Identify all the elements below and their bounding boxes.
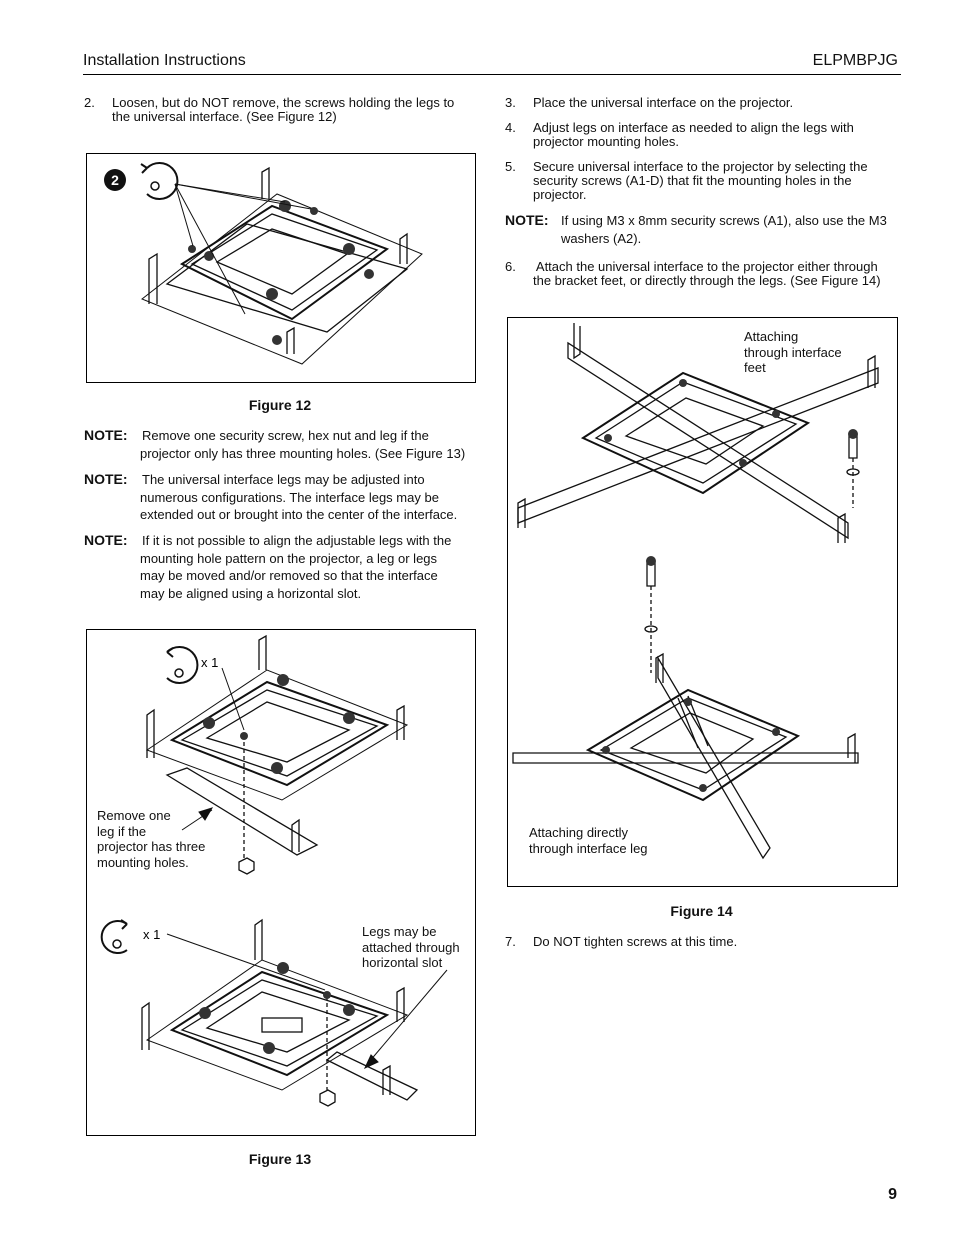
figure-14: Attaching through interface feet Attachi…	[507, 317, 898, 887]
step-text-line: Place the universal interface on the pro…	[533, 95, 794, 110]
count-label-top: x 1	[201, 655, 218, 670]
step-badge-number: 2	[111, 172, 119, 188]
step-text-line: Secure universal interface to the projec…	[533, 159, 868, 174]
note-2: NOTE: The universal interface legs may b…	[84, 471, 484, 525]
note-line: Remove one security screw, hex nut and l…	[142, 428, 429, 443]
figure-14-caption: Figure 14	[670, 903, 733, 919]
step-badge-icon	[104, 169, 126, 191]
note-line: mounting hole pattern on the projector, …	[140, 550, 438, 566]
note-label: NOTE:	[505, 212, 549, 228]
callout-line: through interface leg	[529, 840, 648, 856]
figure-12-caption: Figure 12	[248, 397, 312, 413]
step-number: 3.	[505, 95, 516, 110]
step-number: 6.	[505, 259, 516, 274]
step-4: 4. Adjust legs on interface as needed to…	[505, 121, 905, 151]
note-line: projector only has three mounting holes.…	[140, 445, 466, 461]
callout-line: attached through	[362, 939, 460, 955]
step-7: 7. Do NOT tighten screws at this time.	[505, 935, 905, 951]
step-text-line: Attach the universal interface to the pr…	[533, 259, 878, 274]
callout-line: Attaching	[744, 329, 799, 344]
step-2: 2. Loosen, but do NOT remove, the screws…	[84, 96, 484, 126]
callout-line: mounting holes.	[97, 854, 189, 870]
figure-12: 2	[86, 153, 476, 383]
note-line: washers (A2).	[561, 230, 642, 246]
note-line: may be aligned using a horizontal slot.	[140, 585, 362, 601]
note-1: NOTE: Remove one security screw, hex nut…	[84, 427, 484, 463]
count-label-bottom: x 1	[143, 927, 160, 942]
step-text-line: projector mounting holes.	[533, 134, 679, 149]
step-number: 2.	[84, 95, 95, 110]
tighten-rotate-icon	[100, 919, 128, 954]
figure-13-illustration: x 1 x 1	[100, 634, 448, 1107]
header-title: Installation Instructions	[83, 52, 246, 69]
figure-13: x 1 x 1 Remove one leg if the projector …	[86, 629, 476, 1136]
note-label: NOTE:	[84, 427, 128, 443]
callout-line: feet	[744, 360, 766, 375]
callout-line: Remove one	[97, 808, 171, 823]
step-text-line: Loosen, but do NOT remove, the screws ho…	[112, 95, 455, 110]
note-line: may be moved and/or removed so that the …	[140, 568, 438, 583]
remove-leg-callout: Remove one leg if the projector has thre…	[97, 808, 257, 870]
step-6: 6. Attach the universal interface to the…	[505, 260, 905, 290]
note-3: NOTE: If it is not possible to align the…	[84, 532, 484, 604]
note-line: numerous configurations. The interface l…	[140, 489, 439, 505]
step-text-line: the bracket feet, or directly through th…	[533, 273, 881, 288]
note-line: If using M3 x 8mm security screws (A1), …	[561, 213, 887, 228]
callout-line: through interface	[744, 344, 842, 360]
step-text-line: Adjust legs on interface as needed to al…	[533, 120, 854, 135]
note-line: If it is not possible to align the adjus…	[142, 533, 452, 548]
step-3: 3. Place the universal interface on the …	[505, 96, 905, 112]
step-text-line: projector.	[533, 187, 587, 202]
remove-rotate-icon	[166, 646, 199, 684]
callout-line: Legs may be	[362, 924, 437, 939]
note-label: NOTE:	[84, 471, 128, 487]
loosen-rotate-icon	[140, 162, 179, 200]
header-rule	[83, 74, 901, 75]
header-model: ELPMBPJG	[812, 52, 898, 69]
note-m3-washers: NOTE: If using M3 x 8mm security screws …	[505, 212, 905, 248]
step-number: 4.	[505, 120, 516, 135]
figure-12-illustration: 2	[104, 162, 423, 365]
callout-line: horizontal slot	[362, 955, 443, 970]
callout-line: leg if the	[97, 823, 147, 839]
step-number: 7.	[505, 934, 516, 949]
page-number: 9	[888, 1186, 897, 1203]
step-text-line: the universal interface. (See Figure 12)	[112, 109, 337, 124]
feet-callout: Attaching through interface feet	[744, 329, 894, 376]
slot-callout: Legs may be attached through horizontal …	[362, 924, 472, 971]
step-text-line: security screws (A1-D) that fit the moun…	[533, 173, 852, 188]
figure-13-caption: Figure 13	[248, 1151, 312, 1167]
callout-line: Attaching directly	[529, 825, 628, 840]
note-line: extended out or brought into the center …	[140, 507, 458, 522]
note-line: The universal interface legs may be adju…	[142, 472, 425, 487]
callout-line: projector has three	[97, 839, 206, 854]
step-number: 5.	[505, 159, 516, 174]
figure-14-illustration	[512, 323, 879, 860]
note-label: NOTE:	[84, 532, 128, 548]
step-5: 5. Secure universal interface to the pro…	[505, 160, 905, 204]
leg-callout: Attaching directly through interface leg	[529, 825, 709, 856]
step-text-line: Do NOT tighten screws at this time.	[533, 934, 738, 949]
